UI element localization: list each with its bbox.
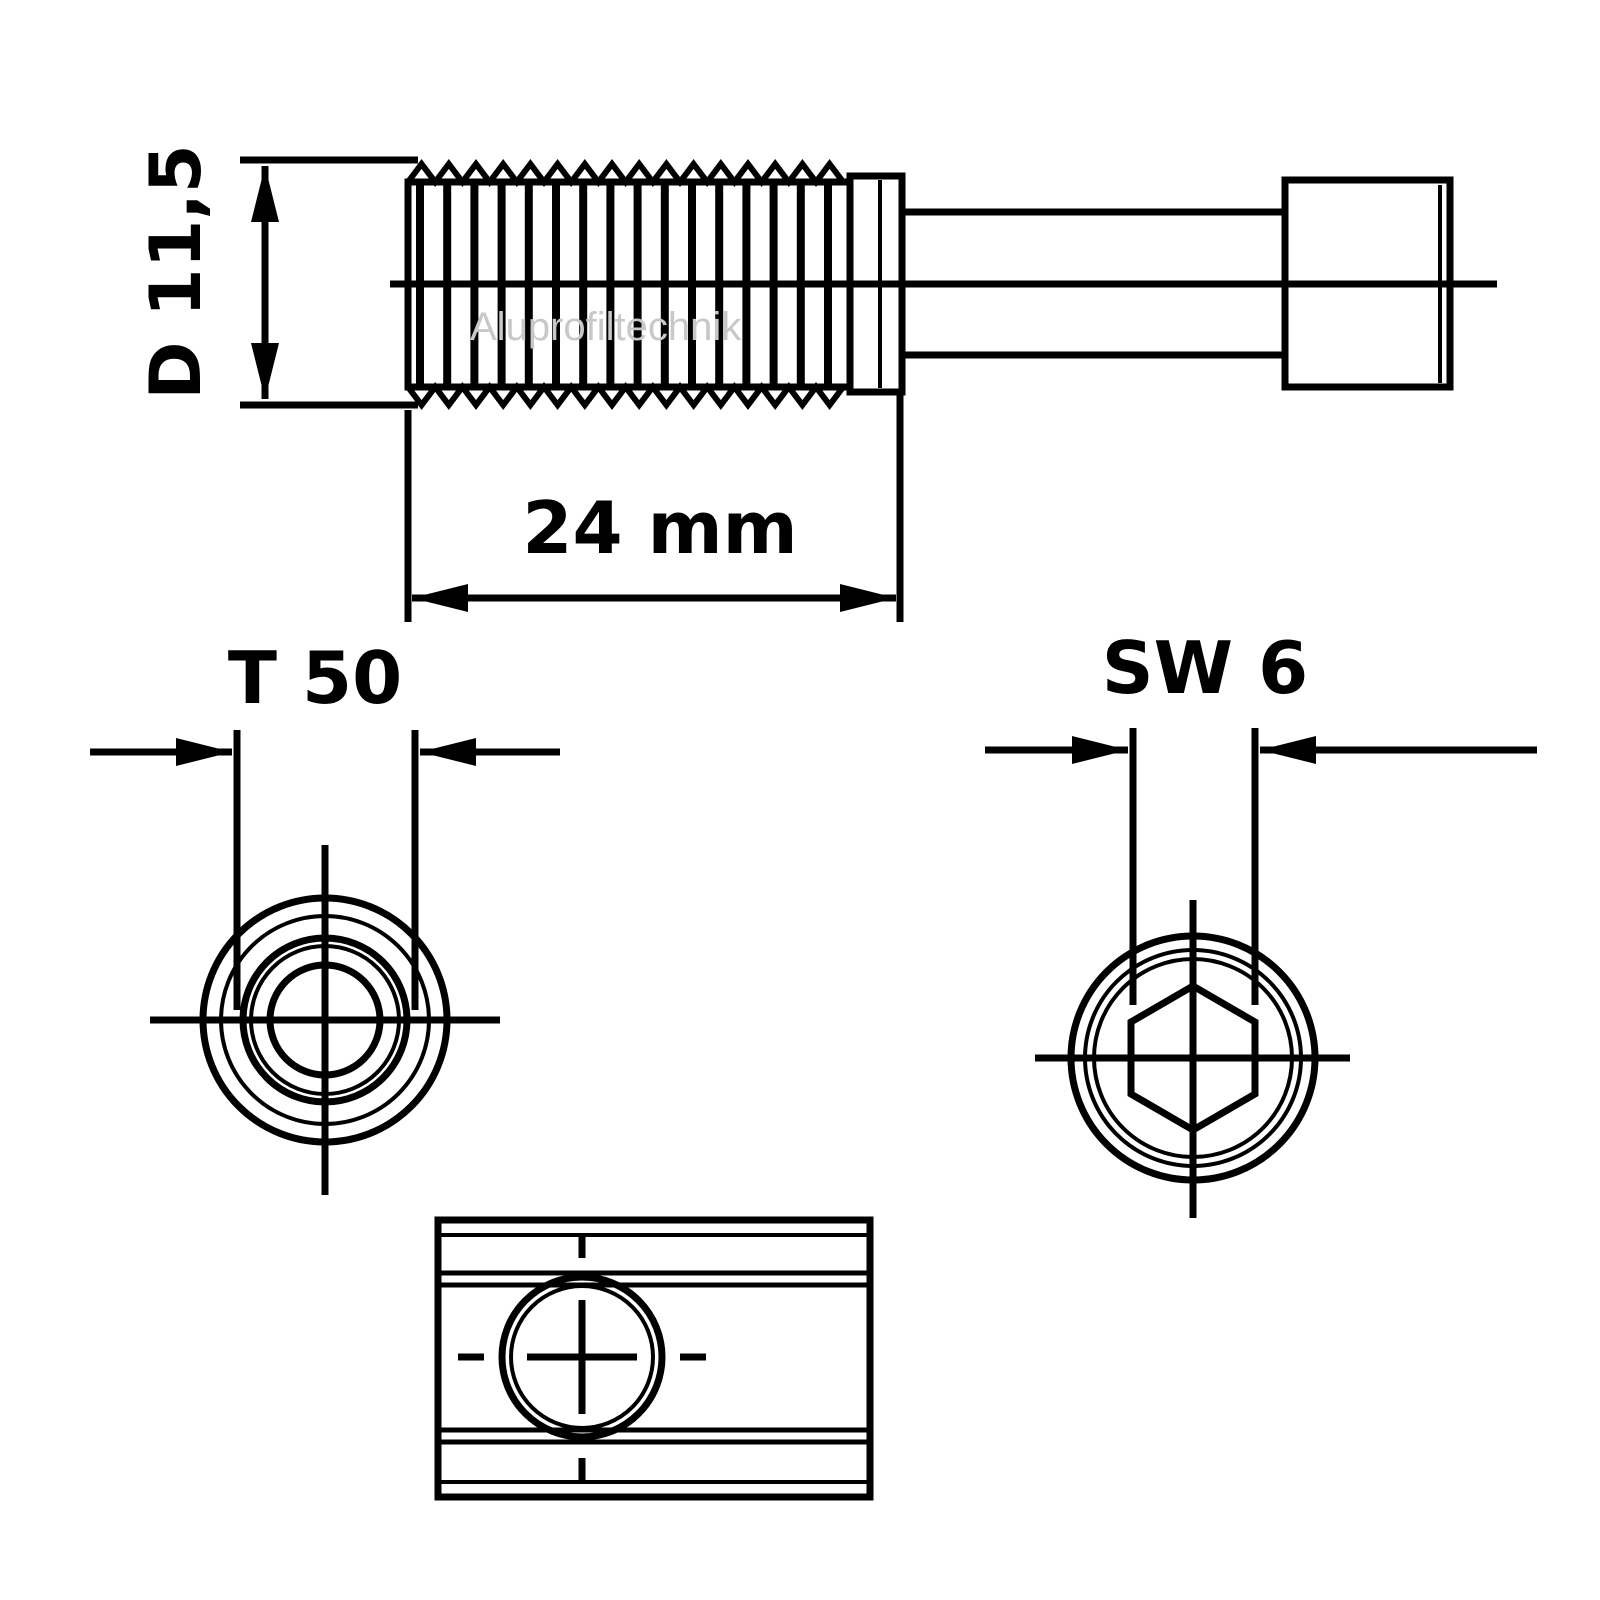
length-label: 24 mm	[522, 486, 797, 570]
diameter-dimension: D 11,5	[135, 144, 418, 409]
length-dimension: 24 mm	[404, 392, 904, 622]
bolt-side-view: Aluprofiltechnik	[390, 159, 1497, 410]
watermark: Aluprofiltechnik	[470, 305, 742, 349]
hex-end-view: SW 6	[985, 626, 1537, 1218]
diameter-label: D 11,5	[135, 144, 217, 399]
torx-end-view: T 50	[90, 636, 560, 1195]
hex-label: SW 6	[1102, 626, 1308, 710]
torx-label: T 50	[228, 636, 402, 720]
nut-top-view	[434, 1216, 874, 1501]
